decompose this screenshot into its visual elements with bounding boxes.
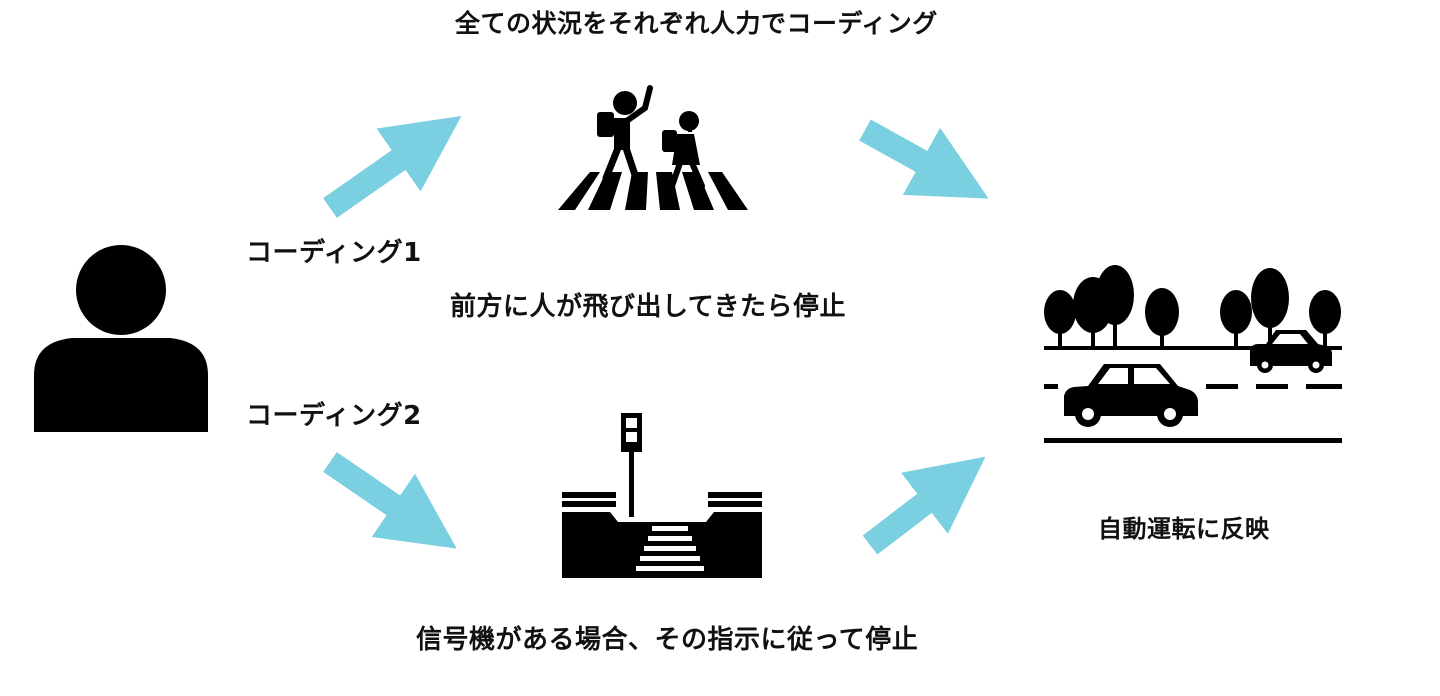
- traffic-signal-crossing-icon: [562, 413, 762, 578]
- coding2-label: コーディング2: [246, 401, 422, 431]
- crosswalk-children-icon: [558, 85, 748, 210]
- diagram-title: 全ての状況をそれぞれ人力でコーディング: [455, 9, 938, 38]
- arrow-coding1-to-result: [859, 119, 989, 199]
- coding2-rule: 信号機がある場合、その指示に従って停止: [416, 625, 919, 655]
- coding1-label: コーディング1: [246, 238, 422, 268]
- arrow-to-coding2: [323, 452, 457, 549]
- arrow-to-coding1: [323, 115, 462, 218]
- road-cars-trees-icon: [1044, 265, 1342, 443]
- arrow-coding2-to-result: [862, 456, 986, 555]
- person-icon: [34, 245, 208, 432]
- result-label: 自動運転に反映: [1098, 515, 1270, 543]
- coding1-rule: 前方に人が飛び出してきたら停止: [450, 292, 846, 322]
